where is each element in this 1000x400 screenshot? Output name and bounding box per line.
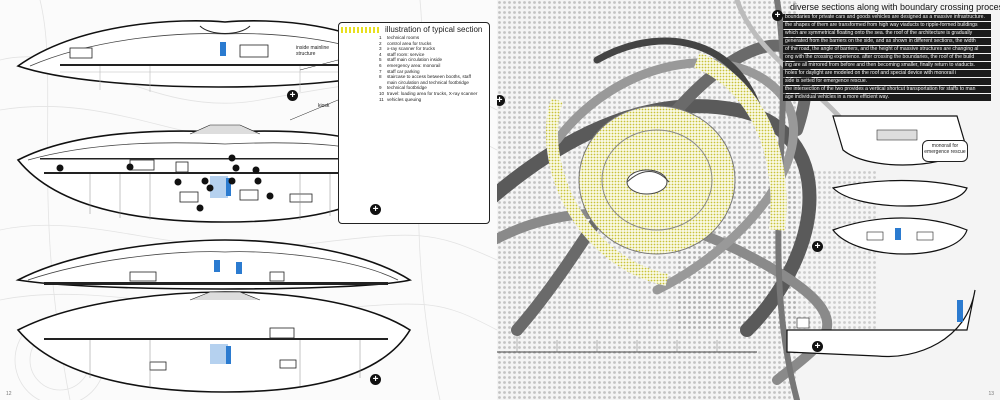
boundary-render [497,0,976,400]
plus-marker-icon: + [772,10,783,21]
body-line: ing are all mirrored from before and the… [783,61,991,70]
section-4 [16,291,412,393]
body-line: side is setted for emergence rescue. [783,77,991,86]
body-line: holes for daylight are modeled on the ro… [783,69,991,78]
section-drawings [0,0,497,400]
right-page: + + + + 13 [497,0,1000,400]
body-text-block: boundaries for private cars and goods ve… [783,14,991,102]
monorail-callout: monorail for emergence rescue [922,140,968,162]
section-1 [16,20,412,92]
body-line: of the road, the angle of barriers, and … [783,45,991,54]
legend-item: main circulation and technical footbridg… [387,79,469,85]
section-3 [15,239,413,290]
section-heading: diverse sections along with boundary cro… [790,2,1000,12]
page-number-left: 12 [6,391,12,397]
structure-label: inside mainline structure [296,45,330,57]
body-line: which are symmetrical floating onto the … [783,29,991,38]
body-line: generated from the barriers on the side,… [783,37,991,46]
body-line: the shapes of them are transformed from … [783,21,991,30]
body-line: age individual vehicles in a more effici… [783,93,991,102]
legend-title: illustration of typical section [385,25,483,34]
body-line: the intersection of the two provides a v… [783,85,991,94]
plus-marker-icon: + [287,90,298,101]
plus-marker-icon: + [812,241,823,252]
right-sections [786,115,976,358]
legend-pattern [341,27,379,33]
kiosk-label: kiosk [318,103,330,109]
plus-marker-icon: + [812,341,823,352]
plus-marker-icon: + [370,204,381,215]
body-line: ong with the crossing experience. after … [783,53,991,62]
body-line: boundaries for private cars and goods ve… [783,14,991,22]
page-number-right: 13 [988,391,994,397]
plus-marker-icon: + [497,95,505,106]
plus-marker-icon: + [370,374,381,385]
